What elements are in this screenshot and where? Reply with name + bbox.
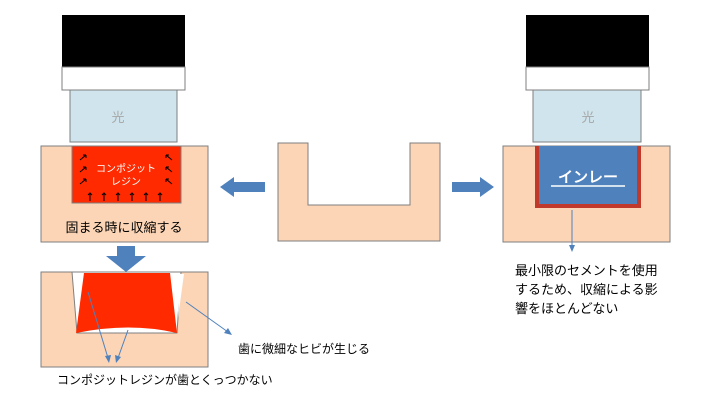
shrink-arrow-icon xyxy=(143,192,149,201)
left-lamp-head xyxy=(62,15,185,67)
shrunken-resin xyxy=(76,273,177,333)
right-lamp-light xyxy=(532,89,642,143)
right-lamp-head xyxy=(526,15,649,67)
composite-label-line1: コンポジット xyxy=(96,163,156,175)
shrink-arrow-icon xyxy=(79,166,87,173)
shrinkage-arrows xyxy=(79,154,173,201)
inlay-callout-arrowhead-icon xyxy=(569,245,575,252)
inlay-block xyxy=(539,146,637,204)
shrink-arrow-icon xyxy=(79,154,87,161)
shrink-arrow-icon xyxy=(87,192,93,201)
crack-note: 歯に微細なヒビが生じる xyxy=(238,341,370,356)
shrink-arrow-icon xyxy=(101,192,107,201)
composite-label-line2: レジン xyxy=(111,177,141,188)
down-arrow-icon xyxy=(106,246,146,272)
left-curing-lamp: 光 xyxy=(61,15,186,143)
gap-callout-arrowhead-icon xyxy=(115,355,121,363)
gap-note: コンポジットレジンが歯とくっつかない xyxy=(57,372,273,387)
right-lamp-body xyxy=(525,66,650,91)
crack-icon xyxy=(178,274,184,318)
right-light-label: 光 xyxy=(581,111,594,126)
shrink-caption: 固まる時に収縮する xyxy=(65,220,182,236)
shrink-arrow-icon xyxy=(129,192,135,201)
gap-callout-line-1 xyxy=(87,291,109,359)
gap-callout-arrowhead-icon xyxy=(105,355,111,363)
failed-restoration-tooth xyxy=(40,271,209,368)
crack-callout-arrowhead-icon xyxy=(224,328,232,335)
left-tooth: コンポジット レジン 固まる時に収縮する xyxy=(40,145,209,243)
right-curing-lamp: 光 xyxy=(525,15,650,143)
gap-callout-line-2 xyxy=(117,329,129,359)
shrink-arrow-icon xyxy=(115,192,121,201)
shrink-arrow-icon xyxy=(165,178,173,185)
shrink-arrow-icon xyxy=(165,166,173,173)
shrink-arrow-icon xyxy=(165,154,173,161)
inlay-label: インレー xyxy=(558,168,618,186)
left-lamp-light xyxy=(69,89,178,143)
inlay-note-line3: 響をほとんどない xyxy=(515,301,618,317)
inlay-tooth: インレー xyxy=(502,145,671,243)
shrink-arrow-icon xyxy=(157,192,163,201)
left-light-label: 光 xyxy=(111,111,124,126)
shrink-arrow-icon xyxy=(79,178,87,185)
inlay-note-line1: 最小限のセメントを使用 xyxy=(515,263,658,279)
callout-lines xyxy=(87,291,232,363)
prepared-tooth xyxy=(277,142,441,242)
left-arrow-icon xyxy=(220,177,265,197)
inlay-note-line2: するため、収縮による影 xyxy=(515,282,658,298)
left-lamp-body xyxy=(61,66,186,91)
crack-callout-line xyxy=(185,301,229,333)
right-arrow-icon xyxy=(452,177,494,197)
